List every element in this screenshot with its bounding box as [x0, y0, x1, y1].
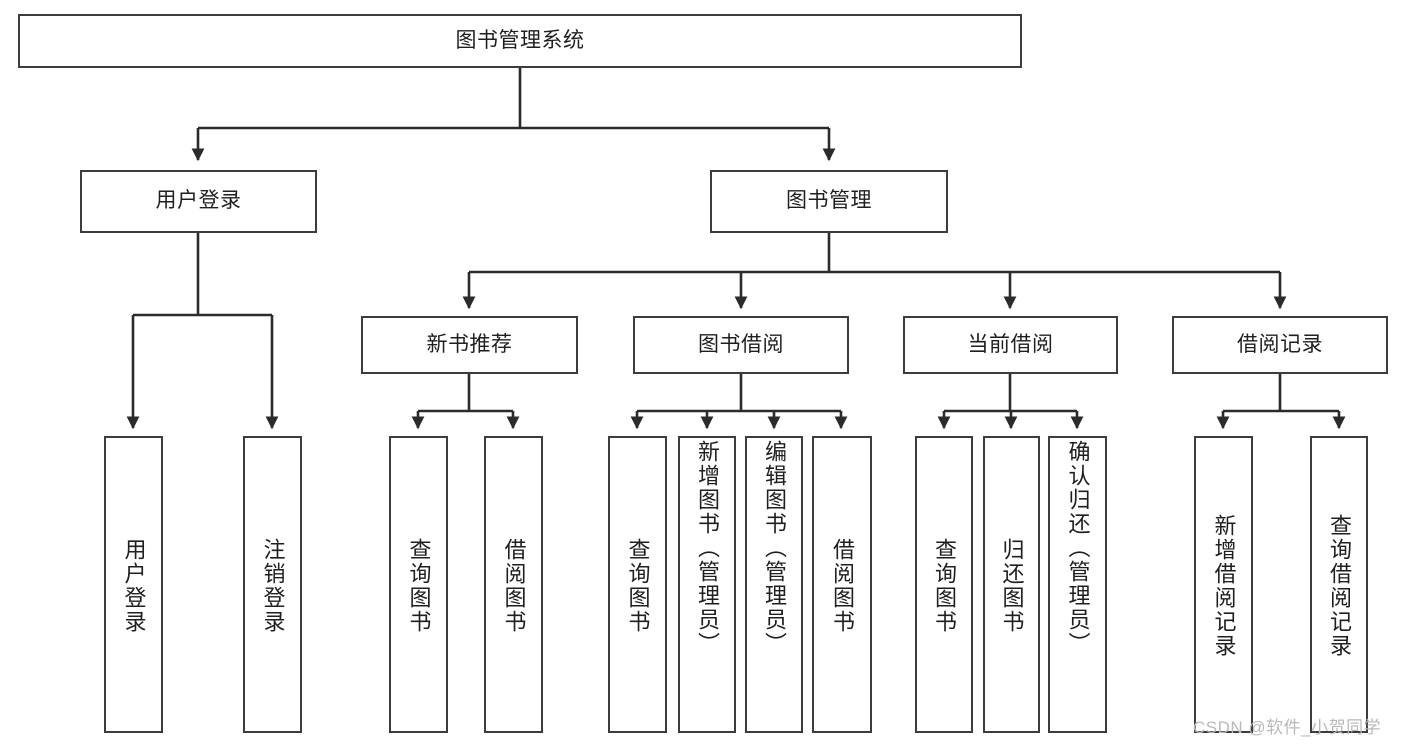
leaf-edit-book-admin[interactable]: 编辑图书（管理员） — [745, 436, 803, 733]
leaf-return-book[interactable]: 归还图书 — [983, 436, 1040, 733]
node-label: 确认归还（管理员） — [1065, 440, 1091, 656]
node-root-book-management-system[interactable]: 图书管理系统 — [18, 14, 1022, 68]
leaf-borrow-book-bb[interactable]: 借阅图书 — [812, 436, 872, 733]
node-label: 用户登录 — [121, 537, 147, 634]
node-label: 查询图书 — [931, 537, 957, 634]
node-label: 注销登录 — [260, 537, 286, 634]
leaf-query-book-nb[interactable]: 查询图书 — [389, 436, 448, 733]
node-label: 用户登录 — [155, 189, 242, 213]
node-label: 图书管理 — [786, 189, 872, 213]
node-label: 新增图书（管理员） — [694, 440, 720, 656]
node-label: 当前借阅 — [967, 332, 1054, 356]
node-label: 图书借阅 — [698, 332, 784, 356]
node-current-borrow[interactable]: 当前借阅 — [903, 316, 1118, 374]
node-book-management[interactable]: 图书管理 — [710, 170, 948, 233]
node-book-borrow[interactable]: 图书借阅 — [633, 316, 849, 374]
node-label: 借阅记录 — [1237, 332, 1323, 356]
leaf-query-book-cb[interactable]: 查询图书 — [915, 436, 973, 733]
node-label: 编辑图书（管理员） — [761, 440, 787, 656]
node-label: 查询图书 — [625, 537, 651, 634]
node-label: 查询图书 — [406, 537, 432, 634]
leaf-logout[interactable]: 注销登录 — [243, 436, 302, 733]
node-label: 借阅图书 — [501, 537, 527, 634]
node-label: 归还图书 — [999, 537, 1025, 634]
node-user-login[interactable]: 用户登录 — [80, 170, 317, 233]
leaf-query-borrow-record[interactable]: 查询借阅记录 — [1310, 436, 1368, 733]
node-label: 新增借阅记录 — [1211, 513, 1237, 658]
node-label: 新书推荐 — [426, 332, 513, 356]
node-label: 查询借阅记录 — [1326, 513, 1352, 658]
leaf-user-login[interactable]: 用户登录 — [104, 436, 163, 733]
node-borrow-record[interactable]: 借阅记录 — [1172, 316, 1388, 374]
node-new-book-recommend[interactable]: 新书推荐 — [361, 316, 578, 374]
leaf-query-book-bb[interactable]: 查询图书 — [608, 436, 667, 733]
leaf-borrow-book-nb[interactable]: 借阅图书 — [484, 436, 543, 733]
node-label: 图书管理系统 — [455, 28, 585, 52]
leaf-confirm-return-admin[interactable]: 确认归还（管理员） — [1048, 436, 1107, 733]
leaf-add-book-admin[interactable]: 新增图书（管理员） — [678, 436, 736, 733]
node-label: 借阅图书 — [829, 537, 855, 634]
leaf-add-borrow-record[interactable]: 新增借阅记录 — [1194, 436, 1253, 733]
